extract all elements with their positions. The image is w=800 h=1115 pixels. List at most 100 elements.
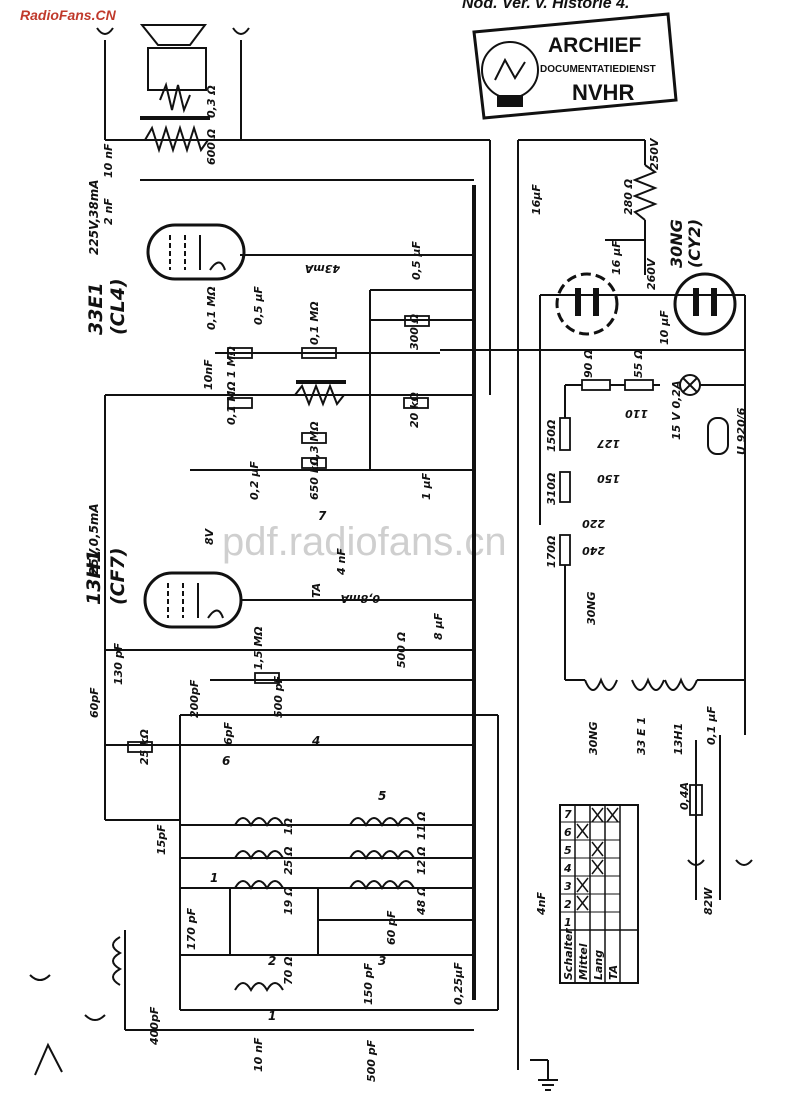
- table-row-schalter: Schalter: [562, 928, 575, 980]
- lbl-c4nf: 4 nF: [335, 548, 348, 576]
- table-row-mittel: Mittel: [577, 943, 590, 980]
- lbl-c10b: 10 µF: [658, 310, 671, 345]
- switch-3: 3: [378, 954, 386, 968]
- lbl-c400: 400pF: [148, 1006, 161, 1046]
- barretter-icon: [707, 417, 729, 455]
- table-col-7: 7: [564, 808, 572, 821]
- lbl-r01b: 0,1 MΩ: [308, 301, 321, 345]
- lbl-t220: 220: [582, 517, 605, 530]
- lbl-r300: 300 Ω: [408, 314, 421, 350]
- lbl-c500: 500 pF: [272, 675, 285, 718]
- lbl-r25k: 25 kΩ: [138, 729, 151, 765]
- lbl-c60b: 60 pF: [385, 910, 398, 945]
- lbl-c1uf: 1 µF: [420, 472, 433, 500]
- lbl-c02: 0,2 µF: [248, 461, 261, 500]
- archive-stamp: ARCHIEF DOCUMENTATIEDIENST NVHR: [472, 12, 678, 120]
- lbl-h13: 13H1: [672, 723, 685, 755]
- tube-cy2-alt: (CY2): [685, 219, 704, 268]
- lbl-r03m: 0,3 MΩ: [308, 421, 321, 465]
- lbl-h33: 33 E 1: [635, 717, 648, 755]
- table-col-1: 1: [564, 916, 572, 929]
- lbl-r650: 650 kΩ: [308, 457, 321, 500]
- lbl-h30b: 30NG: [587, 721, 600, 755]
- lbl-l48: 48 Ω: [415, 887, 428, 917]
- switch-4: 4: [311, 734, 320, 748]
- lbl-r280: 280 Ω: [622, 179, 635, 215]
- lbl-r20k: 20 kΩ: [408, 392, 421, 428]
- lbl-ma08: 0,8mA: [341, 592, 380, 605]
- tube-cy2-name: 30NG: [667, 219, 686, 268]
- lbl-c6: 6pF: [222, 721, 235, 745]
- table-col-6: 6: [564, 826, 572, 839]
- lbl-v260: 260V: [645, 257, 658, 290]
- switch-2: 2: [268, 954, 276, 968]
- switch-6: 6: [222, 754, 230, 768]
- lbl-r150: 150Ω: [545, 420, 558, 452]
- lbl-c10nf2: 10nF: [202, 359, 215, 390]
- tube-cl4-alt: (CL4): [107, 278, 129, 335]
- lbl-lamp: 15 V 0,2A: [670, 381, 683, 440]
- title-fragment: Nod. Ver. v. Historie 4.: [462, 0, 629, 12]
- stamp-line2: DOCUMENTATIEDIENST: [540, 64, 656, 75]
- lbl-fuse: 0,4A: [678, 782, 691, 810]
- lbl-r55: 55 Ω: [632, 350, 645, 379]
- lbl-r310: 310Ω: [545, 473, 558, 505]
- tube-cl4-name: 33E1: [85, 282, 107, 335]
- lbl-c60: 60pF: [88, 687, 101, 718]
- lbl-c10nf: 10 nF: [102, 143, 115, 178]
- lbl-v250: 250V: [648, 137, 661, 170]
- switch-1b: 1: [268, 1009, 276, 1023]
- lbl-r15m: 1,5 MΩ: [252, 626, 265, 670]
- lbl-c150: 150 pF: [362, 962, 375, 1005]
- lbl-c05a: 0,5 µF: [410, 241, 423, 280]
- lbl-spk-r: 0,3 Ω: [205, 85, 218, 118]
- table-col-4: 4: [563, 862, 572, 875]
- lbl-c16b: 16 µF: [610, 240, 623, 275]
- tube-cl4: [146, 223, 246, 281]
- stamp-line3: NVHR: [572, 80, 634, 105]
- lbl-r500: 500 Ω: [395, 632, 408, 668]
- stamp-line1: ARCHIEF: [548, 34, 642, 57]
- switch-5: 5: [378, 789, 386, 803]
- lbl-t127: 127: [597, 437, 620, 450]
- lbl-ma43: 43mA: [305, 262, 341, 275]
- tube-cf7: [143, 571, 243, 629]
- lbl-t150: 150: [597, 472, 620, 485]
- lbl-c2nf: 2 nF: [102, 198, 115, 225]
- lbl-c10nf3: 10 nF: [252, 1037, 265, 1072]
- lbl-l25: 25 Ω: [282, 847, 295, 876]
- lbl-r01a: 0,1 MΩ: [205, 286, 218, 330]
- lbl-v8: 8V: [203, 527, 216, 545]
- lbl-out-tr: 600 Ω: [205, 129, 218, 165]
- lbl-c200: 200pF: [188, 679, 201, 718]
- table-row-lang: Lang: [592, 950, 605, 980]
- lbl-c4nfb: 4nF: [535, 892, 548, 916]
- lbl-c500b: 500 pF: [365, 1039, 378, 1082]
- lbl-c170: 170 pF: [185, 907, 198, 950]
- lbl-v25: 25V,0,5mA: [87, 503, 101, 575]
- tube-cy2: [673, 272, 737, 336]
- lbl-r90: 90 Ω: [582, 350, 595, 379]
- lbl-l70: 70 Ω: [282, 957, 295, 986]
- lbl-h30: 30NG: [585, 591, 598, 625]
- lbl-c15: 15pF: [155, 824, 168, 855]
- lbl-r01c: 0,1 MΩ: [225, 381, 238, 425]
- lbl-l19: 19 Ω: [282, 887, 295, 916]
- lbl-l1: 1Ω: [282, 818, 295, 835]
- switch-table: Schalter Mittel Lang TA 1 2 3 4 5 6 7: [559, 804, 639, 984]
- switch-7: 7: [318, 509, 327, 523]
- lbl-watts: 82W: [702, 887, 715, 915]
- brand-label: RadioFans.CN: [20, 7, 117, 23]
- lbl-u920: U 920/6: [735, 407, 748, 455]
- watermark: pdf.radiofans.cn: [222, 520, 507, 564]
- lbl-c05b: 0,5 µF: [252, 286, 265, 325]
- lbl-c025: 0,25µF: [452, 962, 465, 1005]
- lbl-c01: 0,1 µF: [705, 706, 718, 745]
- tube-rectifier-1: [555, 272, 619, 336]
- lbl-t110: 110: [625, 407, 648, 420]
- switch-1: 1: [210, 871, 218, 885]
- table-col-2: 2: [564, 898, 572, 911]
- table-col-5: 5: [564, 844, 572, 857]
